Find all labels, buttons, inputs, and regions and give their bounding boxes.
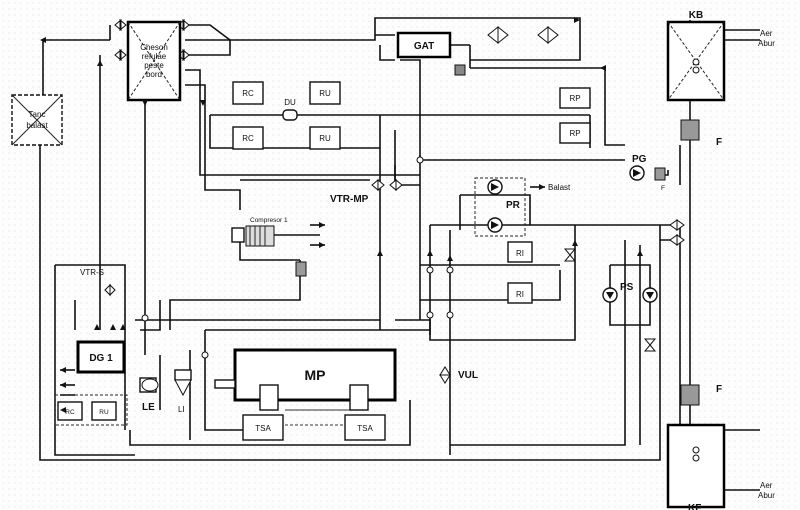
ru-top-label: RU bbox=[319, 89, 331, 98]
pr-label: PR bbox=[506, 200, 521, 211]
du-label: DU bbox=[284, 98, 296, 107]
filter-bottom-label: F bbox=[716, 384, 722, 395]
abur-label-top: Abur bbox=[758, 39, 775, 48]
filter-top-label: F bbox=[716, 137, 722, 148]
cheson-label-3: peste bbox=[144, 61, 164, 70]
tanc-label-1: Tanc bbox=[29, 110, 46, 119]
junctions bbox=[141, 156, 454, 359]
filter-small-label: F bbox=[661, 185, 665, 192]
le-label: LE bbox=[142, 402, 155, 413]
ru-mid-label: RU bbox=[319, 134, 331, 143]
vtr-s-label: VTR-S bbox=[80, 268, 104, 277]
cooler-group-top: RC RC RU RU DU RP RP bbox=[232, 81, 591, 150]
kf-label: KF bbox=[688, 503, 701, 510]
ri-coolers: RI RI bbox=[507, 241, 533, 304]
cheson-label-1: Cheson bbox=[140, 43, 168, 52]
kb-label: KB bbox=[689, 10, 703, 21]
vul-label: VUL bbox=[458, 370, 478, 381]
kb-tank: KB Aer Abur bbox=[666, 10, 775, 102]
compressor-label: Compresor 1 bbox=[250, 217, 288, 224]
cheson-refulare: Cheson refulae peste bord bbox=[126, 20, 182, 102]
ps-label: PS bbox=[620, 282, 634, 293]
rc-top-label: RC bbox=[242, 89, 254, 98]
cooler-group-bottom: RC RU bbox=[54, 394, 128, 426]
cheson-label-2: refulae bbox=[142, 52, 167, 61]
tsa-2-label: TSA bbox=[357, 424, 373, 433]
tsa-1-label: TSA bbox=[255, 424, 271, 433]
rc-bottom-label: RC bbox=[65, 409, 75, 416]
vtr-mp-label: VTR-MP bbox=[330, 194, 369, 205]
pr-pumps: PR Balast bbox=[474, 177, 571, 237]
li-label: LI bbox=[178, 405, 185, 414]
abur-label-bottom: Abur bbox=[758, 491, 775, 500]
aer-label-top: Aer bbox=[760, 29, 773, 38]
gat-label: GAT bbox=[414, 41, 434, 52]
aer-label-bottom: Aer bbox=[760, 481, 773, 490]
rp-top-label: RP bbox=[569, 94, 580, 103]
ru-bottom-label: RU bbox=[99, 409, 109, 416]
balast-label: Balast bbox=[548, 183, 571, 192]
mp-label: MP bbox=[305, 367, 326, 383]
ri-top-label: RI bbox=[516, 249, 524, 258]
rc-mid-label: RC bbox=[242, 134, 254, 143]
le-li-units: LE LI bbox=[139, 369, 192, 414]
ri-bottom-label: RI bbox=[516, 290, 524, 299]
tanc-label-2: balast bbox=[26, 121, 48, 130]
dg1-label: DG 1 bbox=[89, 353, 113, 364]
valve-symbols bbox=[104, 18, 685, 384]
ps-pumps: PS bbox=[602, 282, 658, 303]
kf-tank: KF Aer Abur bbox=[666, 423, 775, 510]
pg-label: PG bbox=[632, 154, 647, 165]
filters: F F F bbox=[654, 119, 722, 406]
cheson-label-4: bord bbox=[146, 70, 162, 79]
arrow-heads bbox=[40, 17, 643, 413]
tsa-units: TSA TSA bbox=[242, 384, 386, 441]
rp-mid-label: RP bbox=[569, 129, 580, 138]
pg-pump: PG bbox=[629, 154, 647, 181]
tanc-balast: Tanc balast bbox=[11, 94, 63, 146]
compressor-1: Compresor 1 bbox=[231, 217, 307, 277]
dg1-generator: DG 1 bbox=[76, 340, 126, 374]
gat-unit: GAT bbox=[396, 31, 466, 76]
